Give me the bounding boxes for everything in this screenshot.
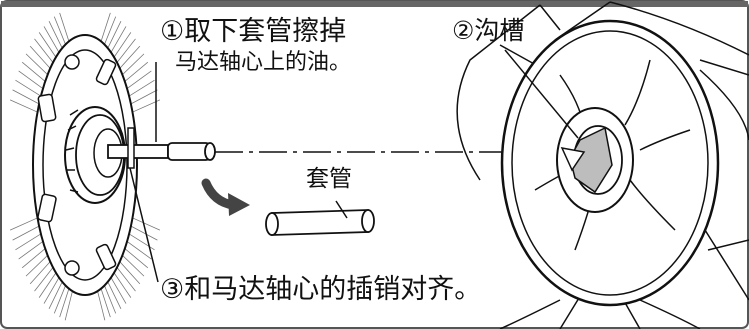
motor-shaft bbox=[107, 127, 216, 169]
grille-spoke bbox=[25, 53, 50, 77]
grille-spoke bbox=[48, 21, 64, 51]
grille-spoke bbox=[29, 45, 52, 71]
grille-spoke bbox=[118, 45, 141, 71]
grille-spoke bbox=[34, 265, 55, 292]
remove-arrow bbox=[201, 178, 250, 216]
grille-spoke bbox=[18, 70, 45, 91]
step1-subtitle: 马达轴心上的油。 bbox=[175, 50, 352, 75]
grille-spoke bbox=[29, 259, 52, 285]
grille-spoke bbox=[103, 16, 117, 47]
grille-spoke bbox=[21, 246, 47, 269]
grille-spoke bbox=[9, 99, 40, 114]
step2-leader bbox=[504, 49, 579, 139]
grille-spoke bbox=[15, 232, 43, 251]
sleeve-label: 套管 bbox=[306, 166, 352, 192]
step2-label: ②沟槽 bbox=[452, 16, 525, 45]
grille-spoke bbox=[106, 21, 122, 51]
grille-spoke bbox=[96, 289, 106, 321]
grille-spoke bbox=[125, 239, 152, 260]
grille-spoke bbox=[38, 32, 58, 60]
grille-spoke bbox=[100, 12, 111, 44]
shaft-pin bbox=[127, 127, 135, 169]
grille-spoke bbox=[120, 253, 145, 277]
grille-spoke bbox=[53, 16, 67, 47]
grille-spoke bbox=[103, 283, 117, 314]
grille-spoke bbox=[59, 12, 70, 44]
grille-spoke bbox=[109, 275, 127, 304]
grille-spoke bbox=[53, 283, 67, 314]
grille-spoke bbox=[15, 79, 43, 98]
grille-spoke bbox=[64, 289, 74, 321]
grille-spoke bbox=[38, 270, 58, 298]
step3-label: ③和马达轴心的插销对齐。 bbox=[160, 274, 482, 305]
grille-spoke bbox=[100, 286, 111, 318]
grille-spoke bbox=[115, 38, 136, 65]
grille-spoke bbox=[18, 239, 45, 260]
grille-spoke bbox=[123, 61, 149, 84]
grille-spoke bbox=[106, 279, 122, 309]
grille-spoke bbox=[25, 253, 50, 277]
grille-spoke bbox=[21, 61, 47, 84]
step3-leader bbox=[129, 167, 159, 283]
grille-spoke bbox=[130, 99, 161, 114]
motor-hub-nut bbox=[64, 106, 126, 204]
grille-spoke bbox=[115, 265, 136, 292]
grille-spoke bbox=[128, 89, 158, 106]
grille-spoke bbox=[48, 279, 64, 309]
grille-spoke bbox=[34, 38, 55, 65]
grille-spoke bbox=[120, 53, 145, 77]
grille-spoke bbox=[112, 270, 132, 298]
frame-top-bar bbox=[1, 1, 748, 7]
grille-spoke bbox=[12, 224, 42, 241]
grille-spoke bbox=[130, 216, 161, 231]
sleeve-part bbox=[265, 200, 375, 236]
grille-spoke bbox=[127, 79, 155, 98]
grille-spoke bbox=[12, 89, 42, 106]
fan-blade bbox=[456, 1, 749, 329]
grille-spoke bbox=[127, 232, 155, 251]
grille-spoke bbox=[128, 224, 158, 241]
step1-title: ①取下套管擦掉 bbox=[160, 16, 347, 47]
grille-spoke bbox=[118, 259, 141, 285]
grille-spoke bbox=[59, 286, 70, 318]
grille-spoke bbox=[125, 70, 152, 91]
grille-spoke bbox=[43, 275, 61, 304]
sleeve-leader bbox=[335, 200, 348, 219]
grille-spoke bbox=[123, 246, 149, 269]
grille-spoke bbox=[112, 32, 132, 60]
grille-spoke bbox=[43, 26, 61, 55]
grille-spoke bbox=[109, 26, 127, 55]
grille-spokes bbox=[9, 12, 161, 321]
grille-spoke bbox=[9, 216, 40, 231]
